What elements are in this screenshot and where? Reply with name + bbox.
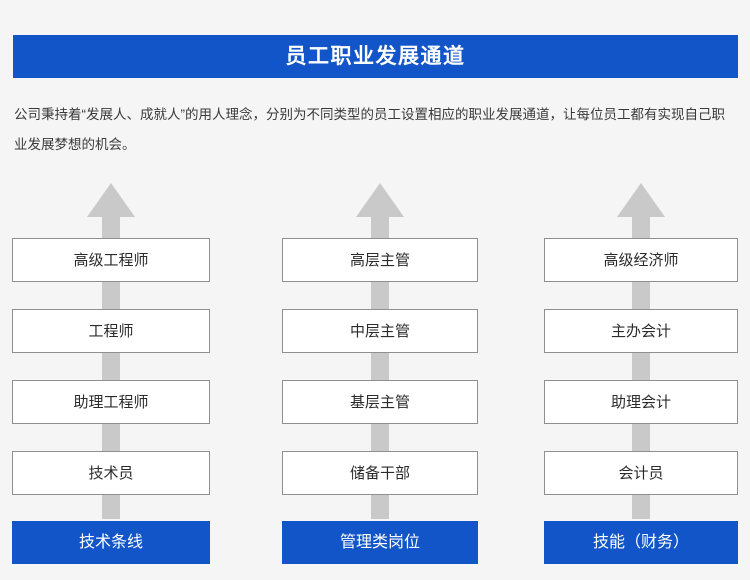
- arrow-stem-icon: [632, 216, 650, 519]
- rank-box[interactable]: 中层主管: [282, 309, 478, 353]
- rank-box[interactable]: 会计员: [544, 451, 738, 495]
- page-title-banner: 员工职业发展通道: [13, 35, 738, 78]
- rank-box[interactable]: 主办会计: [544, 309, 738, 353]
- rank-label: 基层主管: [349, 393, 410, 411]
- arrow-stem-icon: [371, 216, 389, 519]
- track-label-box[interactable]: 管理类岗位: [282, 521, 478, 564]
- rank-box[interactable]: 助理会计: [544, 380, 738, 424]
- rank-box[interactable]: 工程师: [12, 309, 210, 353]
- track-label: 技能（财务）: [592, 533, 689, 551]
- rank-box[interactable]: 储备干部: [282, 451, 478, 495]
- career-track-column-management: 高层主管 中层主管 基层主管 储备干部 管理类岗位: [282, 0, 478, 580]
- career-track-column-finance: 高级经济师 主办会计 助理会计 会计员 技能（财务）: [544, 0, 738, 580]
- track-label: 管理类岗位: [339, 533, 420, 551]
- intro-paragraph: 公司秉持着“发展人、成就人”的用人理念，分别为不同类型的员工设置相应的职业发展通…: [14, 107, 725, 152]
- rank-label: 助理会计: [610, 393, 671, 411]
- rank-label: 主办会计: [610, 322, 671, 340]
- rank-label: 高级工程师: [73, 251, 149, 269]
- rank-box[interactable]: 助理工程师: [12, 380, 210, 424]
- rank-box[interactable]: 高级工程师: [12, 238, 210, 282]
- page-title: 员工职业发展通道: [285, 45, 466, 68]
- rank-label: 中层主管: [349, 322, 410, 340]
- rank-label: 助理工程师: [73, 393, 149, 411]
- arrow-head-icon: [617, 183, 665, 217]
- rank-label: 高层主管: [349, 251, 410, 269]
- upward-arrow-icon: [617, 183, 665, 519]
- rank-box[interactable]: 基层主管: [282, 380, 478, 424]
- rank-box[interactable]: 高级经济师: [544, 238, 738, 282]
- rank-label: 会计员: [618, 464, 664, 482]
- rank-label: 技术员: [88, 464, 134, 482]
- rank-label: 工程师: [88, 322, 134, 340]
- arrow-stem-icon: [102, 216, 120, 519]
- rank-label: 储备干部: [349, 464, 410, 482]
- track-label-box[interactable]: 技能（财务）: [544, 521, 738, 564]
- upward-arrow-icon: [87, 183, 135, 519]
- upward-arrow-icon: [356, 183, 404, 519]
- track-label: 技术条线: [78, 533, 143, 551]
- arrow-head-icon: [356, 183, 404, 217]
- track-label-box[interactable]: 技术条线: [12, 521, 210, 564]
- career-track-column-technical: 高级工程师 工程师 助理工程师 技术员 技术条线: [12, 0, 210, 580]
- arrow-head-icon: [87, 183, 135, 217]
- rank-box[interactable]: 高层主管: [282, 238, 478, 282]
- rank-label: 高级经济师: [603, 251, 679, 269]
- rank-box[interactable]: 技术员: [12, 451, 210, 495]
